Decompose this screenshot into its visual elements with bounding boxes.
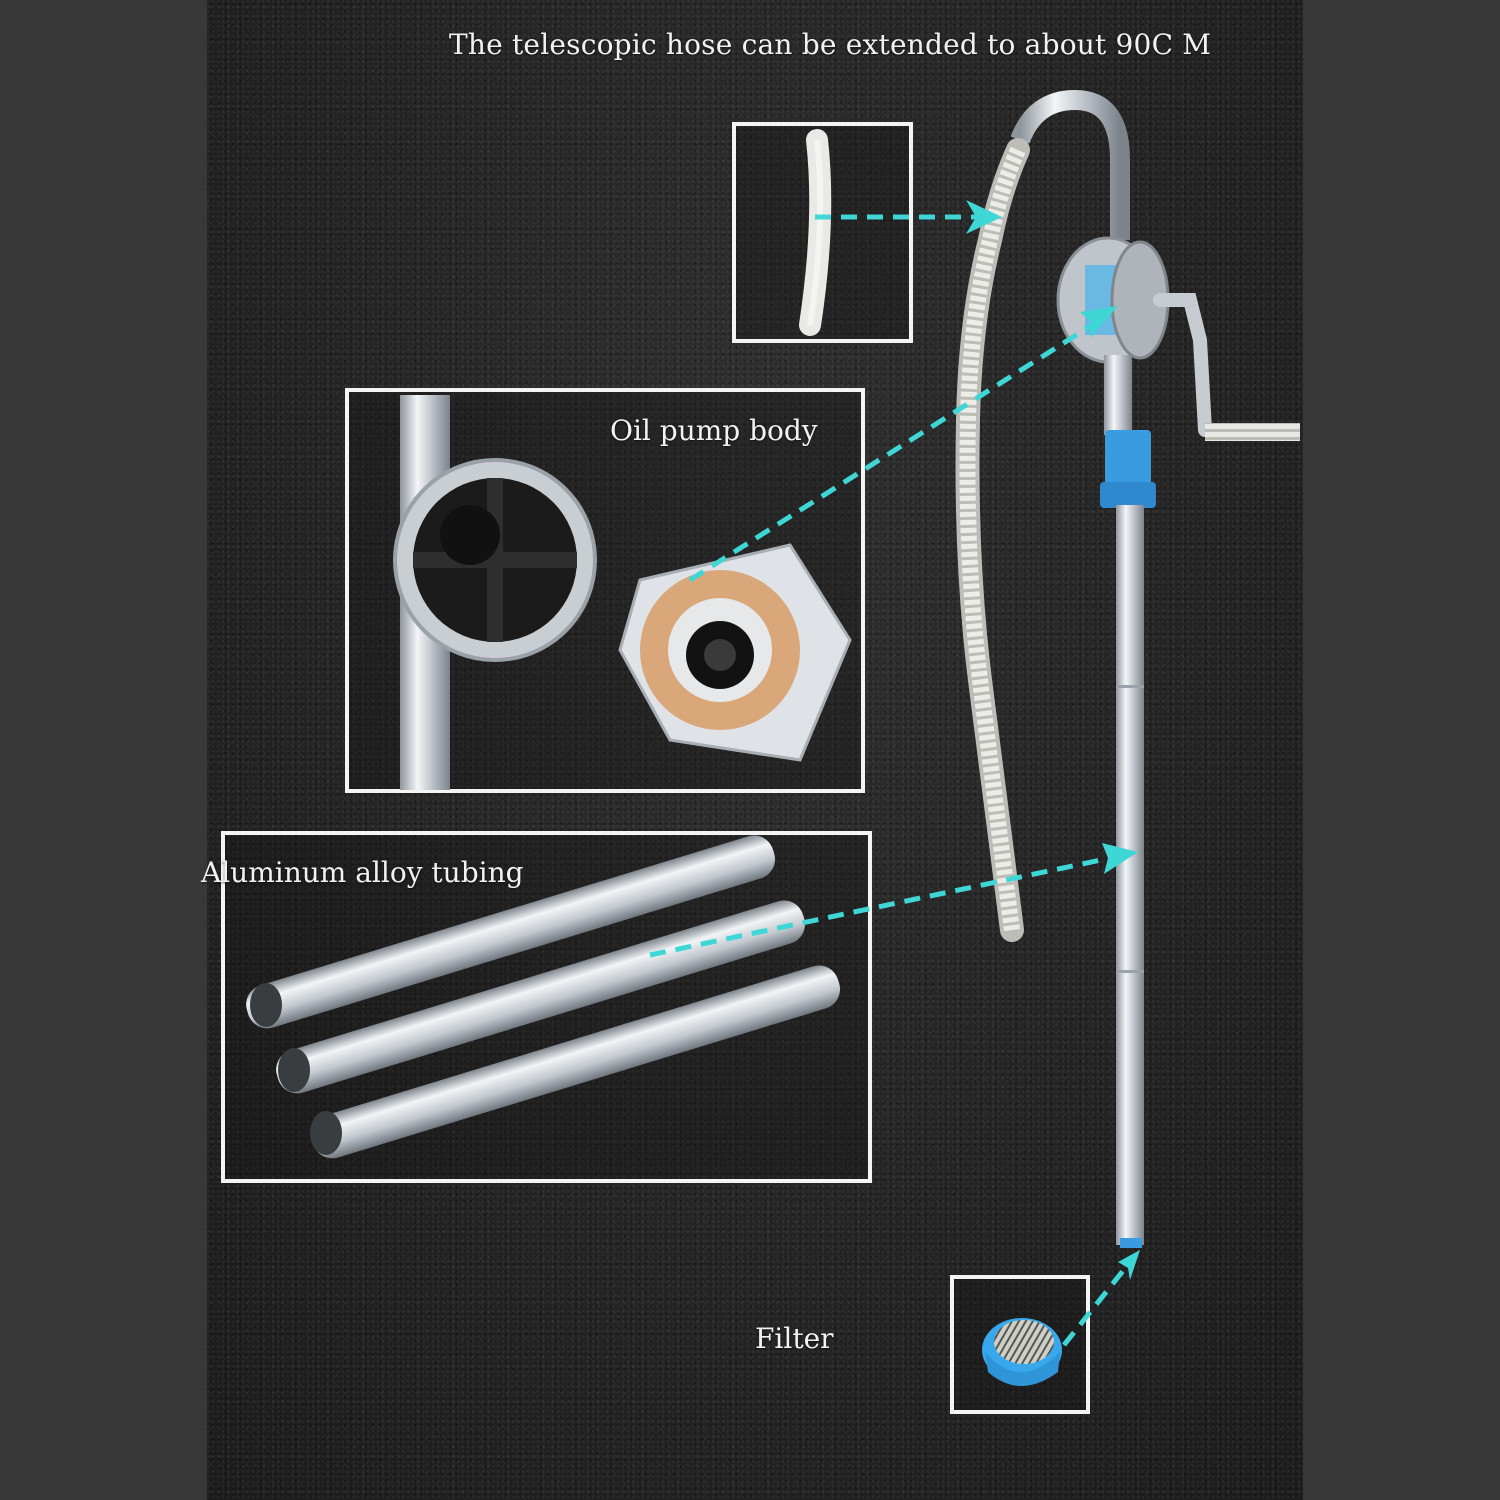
pump-body-label: Oil pump body xyxy=(610,414,818,447)
tubing-image xyxy=(246,835,841,1159)
filter-label: Filter xyxy=(755,1322,834,1355)
pump-head xyxy=(1056,236,1300,441)
tubing-label: Aluminum alloy tubing xyxy=(201,856,524,889)
tubing-arrow xyxy=(649,853,1121,958)
arrow-heads xyxy=(966,200,1140,1280)
pump-body-arrow xyxy=(688,317,1102,583)
filter-image xyxy=(982,1318,1062,1386)
pump-neck xyxy=(1104,355,1132,435)
flexible-hose xyxy=(955,138,1030,942)
filter-arrow xyxy=(1062,1260,1132,1347)
hose-piece-image xyxy=(799,129,832,336)
headline-label: The telescopic hose can be extended to a… xyxy=(449,28,1212,61)
suction-tube xyxy=(1116,505,1144,1245)
callout-arrows xyxy=(649,214,1132,1347)
pump-body-image xyxy=(393,395,852,790)
blue-coupling xyxy=(1100,430,1156,508)
pump-spout xyxy=(1010,89,1130,240)
